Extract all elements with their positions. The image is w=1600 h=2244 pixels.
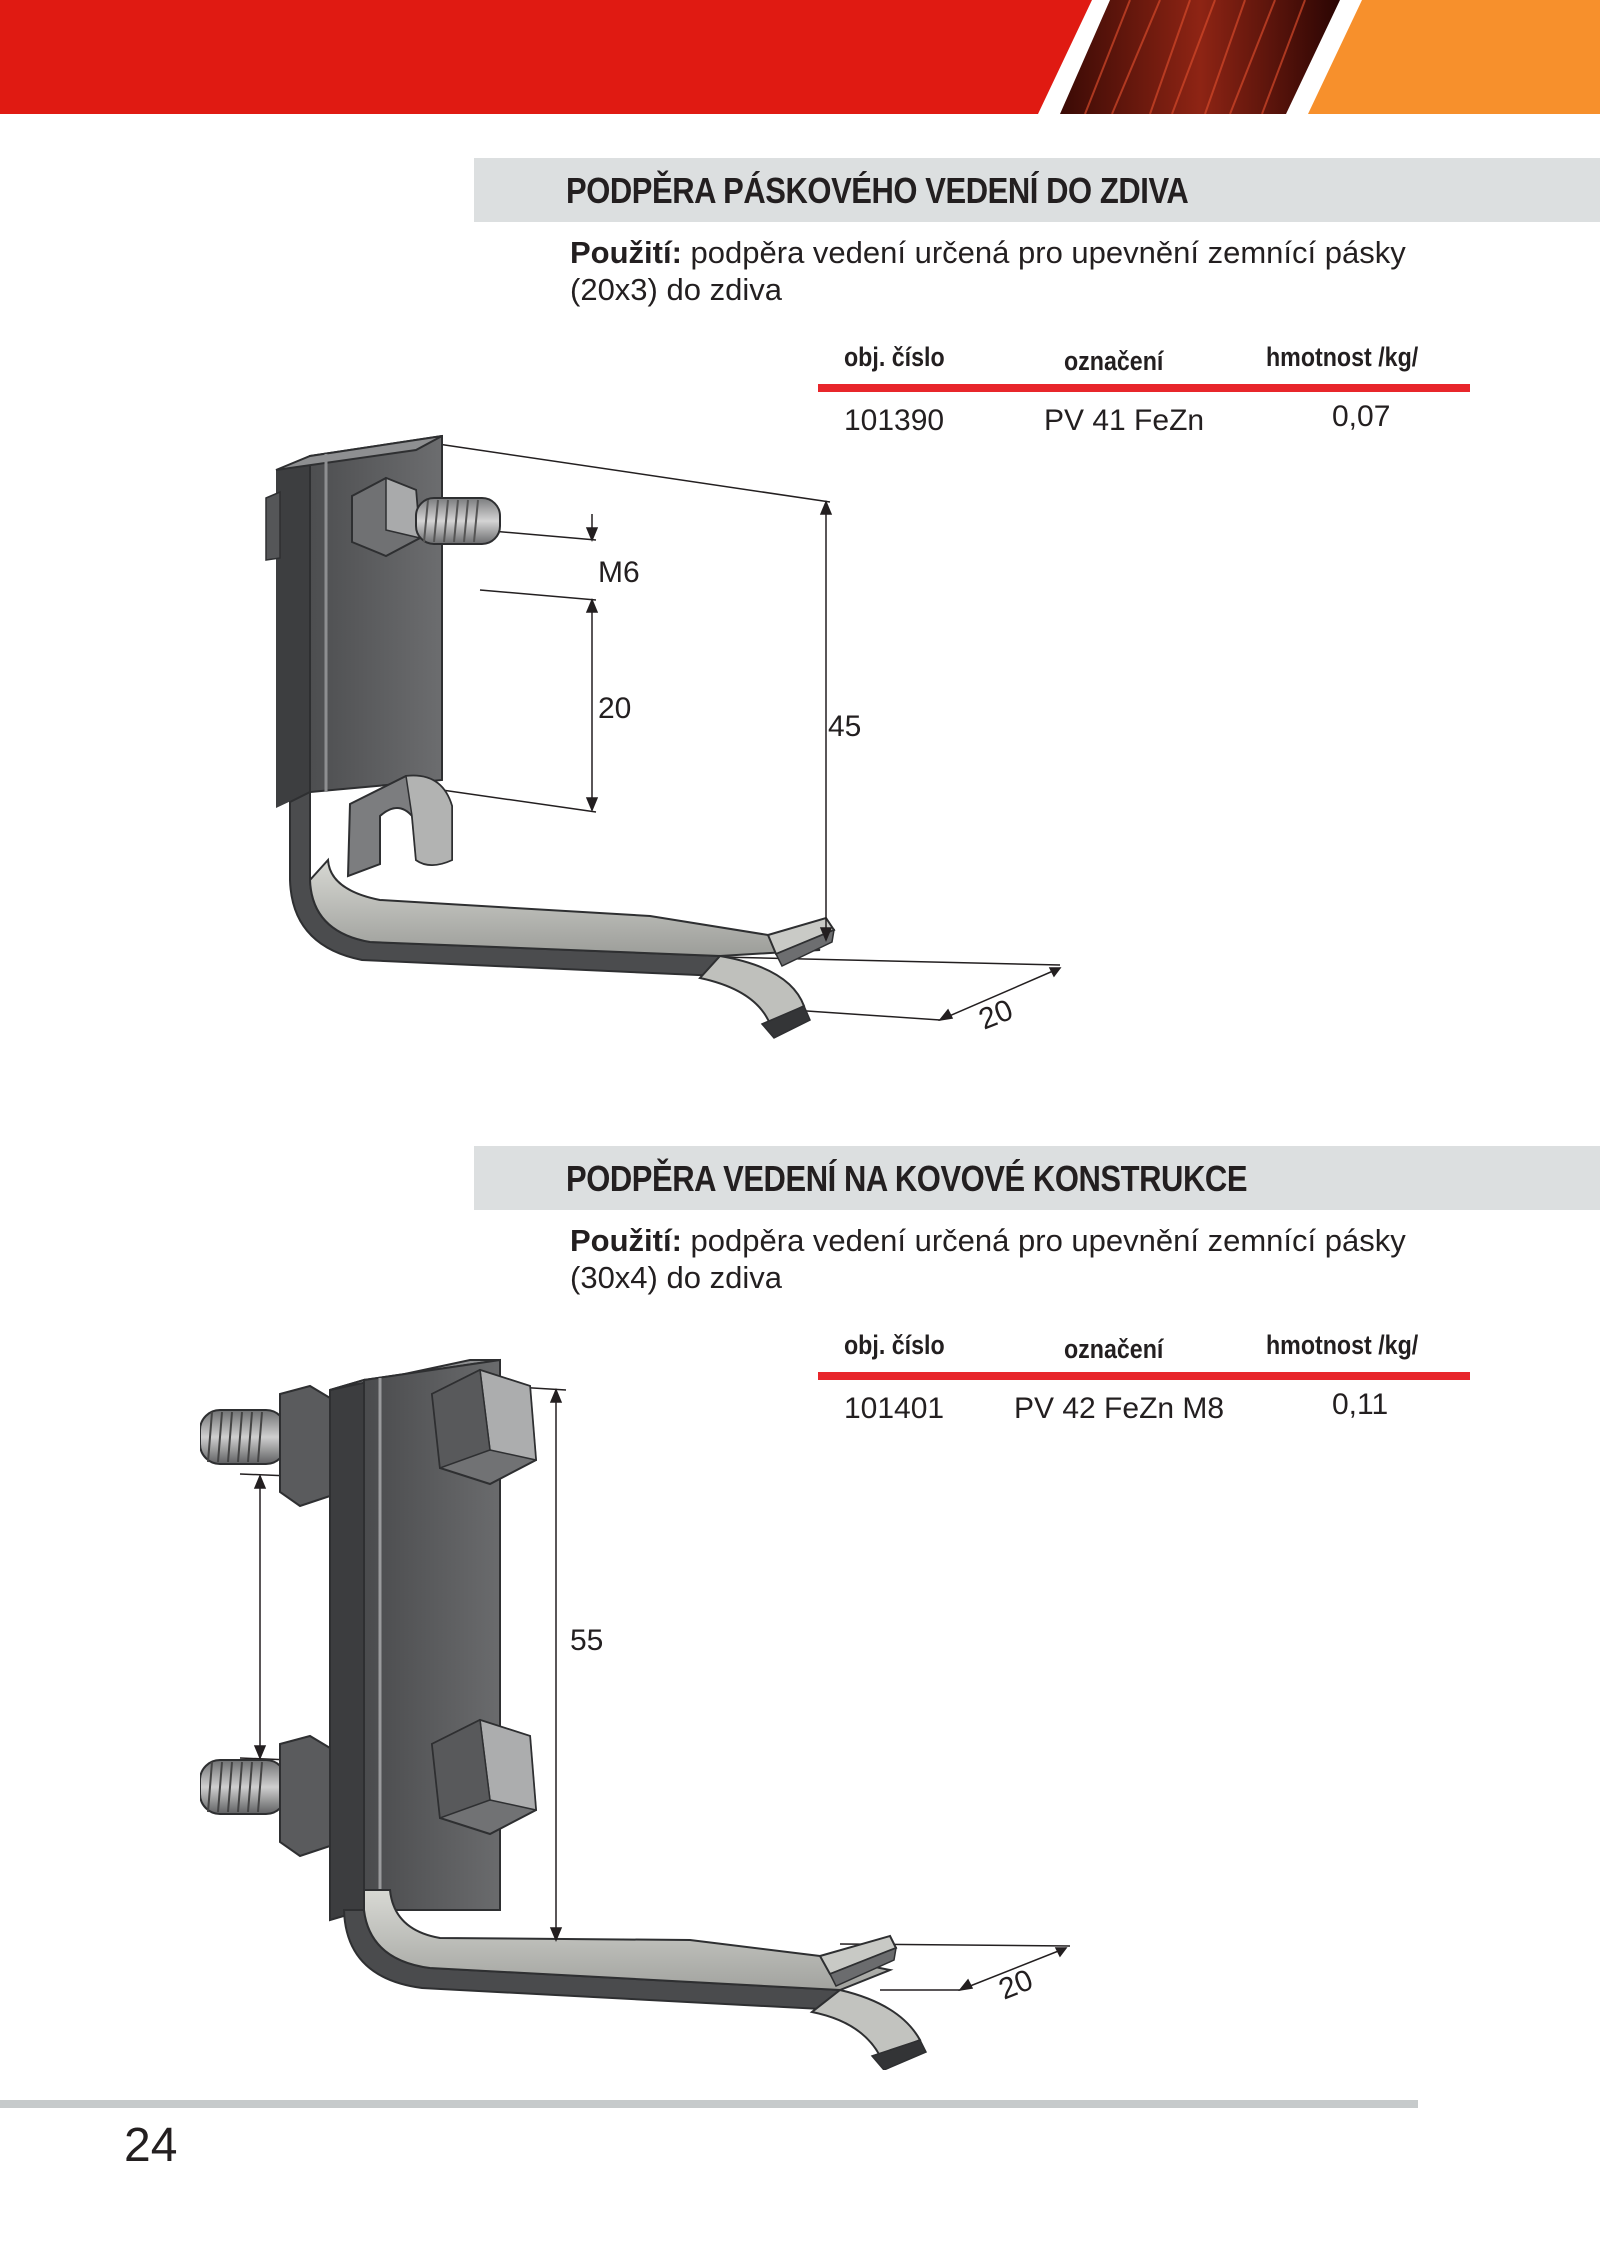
usage-text: Použití: podpěra vedení určená pro upevn… <box>570 234 1490 308</box>
page-number: 24 <box>124 2119 178 2172</box>
product-drawing-1: M6 20 45 20 <box>265 434 1062 1039</box>
usage-line-2: (20x3) do zdiva <box>570 272 782 307</box>
usage-line-1: podpěra vedení určená pro upevnění zemní… <box>690 1223 1406 1258</box>
cell-designation: PV 42 FeZn M8 <box>1014 1392 1225 1425</box>
header-order-number: obj. číslo <box>844 1330 945 1360</box>
table-rule <box>818 384 1470 392</box>
product-title: PODPĚRA VEDENÍ NA KOVOVÉ KONSTRUKCE <box>566 1158 1248 1199</box>
product-title-bar: PODPĚRA VEDENÍ NA KOVOVÉ KONSTRUKCE <box>474 1146 1600 1210</box>
cell-weight: 0,07 <box>1332 400 1391 433</box>
usage-label: Použití: <box>570 1223 682 1258</box>
product-title: PODPĚRA PÁSKOVÉHO VEDENÍ DO ZDIVA <box>566 170 1189 211</box>
header-order-number: obj. číslo <box>844 342 945 372</box>
product-drawing-2: 30 55 20 <box>200 1358 1071 2070</box>
cell-weight: 0,11 <box>1332 1388 1389 1421</box>
table-rule <box>818 1372 1470 1380</box>
cell-order-number: 101401 <box>844 1392 945 1425</box>
header-weight: hmotnost /kg/ <box>1266 342 1419 372</box>
dimension-label: 20 <box>598 692 631 725</box>
footer-rule <box>0 2100 1418 2108</box>
header-weight: hmotnost /kg/ <box>1266 1330 1419 1360</box>
usage-label: Použití: <box>570 235 682 270</box>
usage-text: Použití: podpěra vedení určená pro upevn… <box>570 1222 1490 1296</box>
usage-line-1: podpěra vedení určená pro upevnění zemní… <box>690 235 1406 270</box>
usage-line-2: (30x4) do zdiva <box>570 1260 782 1295</box>
dimension-label: 45 <box>828 710 861 743</box>
product-title-bar: PODPĚRA PÁSKOVÉHO VEDENÍ DO ZDIVA <box>474 158 1600 222</box>
dimension-label: 55 <box>570 1624 603 1657</box>
cell-designation: PV 41 FeZn <box>1044 404 1205 437</box>
header-designation: označení <box>1064 346 1164 376</box>
dimension-label: 20 <box>994 1963 1037 2006</box>
header-designation: označení <box>1064 1334 1164 1364</box>
top-banner <box>0 0 1600 114</box>
dimension-label: 20 <box>974 993 1017 1036</box>
dimension-label: M6 <box>598 556 640 589</box>
cell-order-number: 101390 <box>844 404 945 437</box>
